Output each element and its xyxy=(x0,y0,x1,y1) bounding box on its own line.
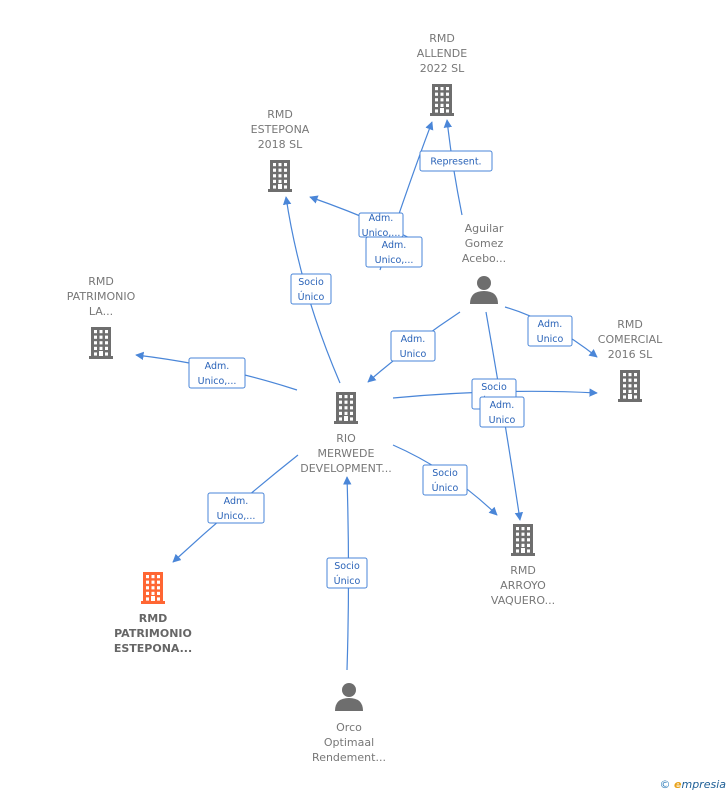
edge-label-text: Adm. xyxy=(205,361,230,372)
node-label: RIO xyxy=(336,432,356,445)
edge-label-text: Unico,... xyxy=(362,228,401,239)
edge-label-text: Socio xyxy=(298,277,324,288)
edge-label-text: Adm. xyxy=(224,496,249,507)
building-icon xyxy=(511,524,535,556)
edge-labels-layer: Represent.Adm.Unico,...Adm.Unico,...Soci… xyxy=(188,150,573,589)
edge-label-e6[interactable]: Adm. Unico xyxy=(390,330,436,362)
node-rmd-patrimonio-la[interactable]: RMD PATRIMONIO LA... xyxy=(67,275,136,359)
node-aguilar[interactable]: AguilarGomezAcebo... xyxy=(462,222,506,304)
edge-label-text: Unico,... xyxy=(198,376,237,387)
node-label: ESTEPONA xyxy=(251,123,310,136)
edge-label-text: Unico xyxy=(400,349,427,360)
watermark: © empresia xyxy=(660,778,726,791)
building-icon xyxy=(334,392,358,424)
edge-label-text: Único xyxy=(298,291,325,303)
node-rmd-arroyo[interactable]: RMD ARROYO VAQUERO... xyxy=(491,524,555,607)
node-label: RMD xyxy=(510,564,536,577)
node-label: PATRIMONIO xyxy=(67,290,136,303)
edge-label-e1[interactable]: Represent. xyxy=(419,150,493,172)
node-label: Rendement... xyxy=(312,751,386,764)
edge-label-text: Socio xyxy=(432,468,458,479)
edge-label-e5[interactable]: Adm. Unico xyxy=(527,315,573,347)
node-rmd-patrimonio-estepona[interactable]: RMD PATRIMONIO ESTEPONA... xyxy=(114,572,192,655)
node-rmd-estepona-2018[interactable]: RMD ESTEPONA 2018 SL xyxy=(251,108,310,192)
node-label: ARROYO xyxy=(500,579,546,592)
edge-label-box xyxy=(419,150,493,172)
node-label: RMD xyxy=(88,275,114,288)
edge-label-box xyxy=(290,273,332,305)
building-icon xyxy=(89,327,113,359)
edge-label-text: Socio xyxy=(481,382,507,393)
node-label: RMD xyxy=(267,108,293,121)
edge-label-text: Adm. xyxy=(401,334,426,345)
edge-label-text: Adm. xyxy=(369,213,394,224)
node-label: Gomez xyxy=(465,237,504,250)
edge-label-text: Adm. xyxy=(490,400,515,411)
edge-label-box xyxy=(422,464,468,496)
edge-label-text: Socio xyxy=(334,561,360,572)
edge-label-box xyxy=(390,330,436,362)
building-icon xyxy=(430,84,454,116)
node-label: LA... xyxy=(89,305,113,318)
node-label: RMD xyxy=(429,32,455,45)
person-icon xyxy=(335,683,363,711)
copyright-symbol: © xyxy=(659,778,671,791)
edge-label-box xyxy=(527,315,573,347)
node-label: RMD xyxy=(617,318,643,331)
node-label: COMERCIAL xyxy=(598,333,663,346)
edge-label-box xyxy=(207,492,265,524)
edge-label-text: Unico xyxy=(489,415,516,426)
edge-label-text: Unico,... xyxy=(375,255,414,266)
edge-label-e7[interactable]: Adm. Unico,... xyxy=(188,357,246,389)
building-icon xyxy=(618,370,642,402)
node-label: ALLENDE xyxy=(417,47,467,60)
edge-label-box xyxy=(326,557,368,589)
edge-label-text: Unico,... xyxy=(217,511,256,522)
edge-label-text: Único xyxy=(432,482,459,494)
edge-label-text: Adm. xyxy=(382,240,407,251)
edge-label-box xyxy=(479,396,525,428)
edge-label-text: Represent. xyxy=(430,157,481,168)
node-label: PATRIMONIO xyxy=(114,627,192,640)
edge-label-e11[interactable]: Adm. Unico,... xyxy=(207,492,265,524)
node-label: Acebo... xyxy=(462,252,506,265)
node-label: Orco xyxy=(336,721,362,734)
node-label: ESTEPONA... xyxy=(114,642,192,655)
edge-label-e3[interactable]: Adm. Unico,... xyxy=(365,236,423,268)
building-icon xyxy=(268,160,292,192)
node-orco[interactable]: OrcoOptimaalRendement... xyxy=(312,683,386,764)
node-rio-merwede[interactable]: RIO MERWEDE DEVELOPMENT... xyxy=(300,392,392,475)
edge-label-box xyxy=(365,236,423,268)
node-label: Aguilar xyxy=(465,222,504,235)
building-icon xyxy=(141,572,165,604)
node-label: 2022 SL xyxy=(420,62,465,75)
node-label: MERWEDE xyxy=(318,447,375,460)
node-label: RMD xyxy=(139,612,168,625)
nodes-layer: RMD ALLENDE 2022 SL RMD ESTEPONA 2018 SL Aguil… xyxy=(67,32,663,764)
edge-label-e9[interactable]: Adm. Unico xyxy=(479,396,525,428)
person-icon xyxy=(470,276,498,304)
node-label: Optimaal xyxy=(324,736,374,749)
edge-label-text: Adm. xyxy=(538,319,563,330)
edge-label-text: Único xyxy=(334,575,361,587)
brand-name[interactable]: empresia xyxy=(674,778,726,791)
node-rmd-comercial-2016[interactable]: RMD COMERCIAL 2016 SL xyxy=(598,318,663,402)
node-label: VAQUERO... xyxy=(491,594,555,607)
node-label: 2016 SL xyxy=(608,348,653,361)
edge-label-text: Unico xyxy=(537,334,564,345)
node-label: 2018 SL xyxy=(258,138,303,151)
node-label: DEVELOPMENT... xyxy=(300,462,392,475)
edge-label-e2[interactable]: Adm. Unico,... xyxy=(358,212,404,239)
node-rmd-allende[interactable]: RMD ALLENDE 2022 SL xyxy=(417,32,467,116)
edge-label-box xyxy=(188,357,246,389)
